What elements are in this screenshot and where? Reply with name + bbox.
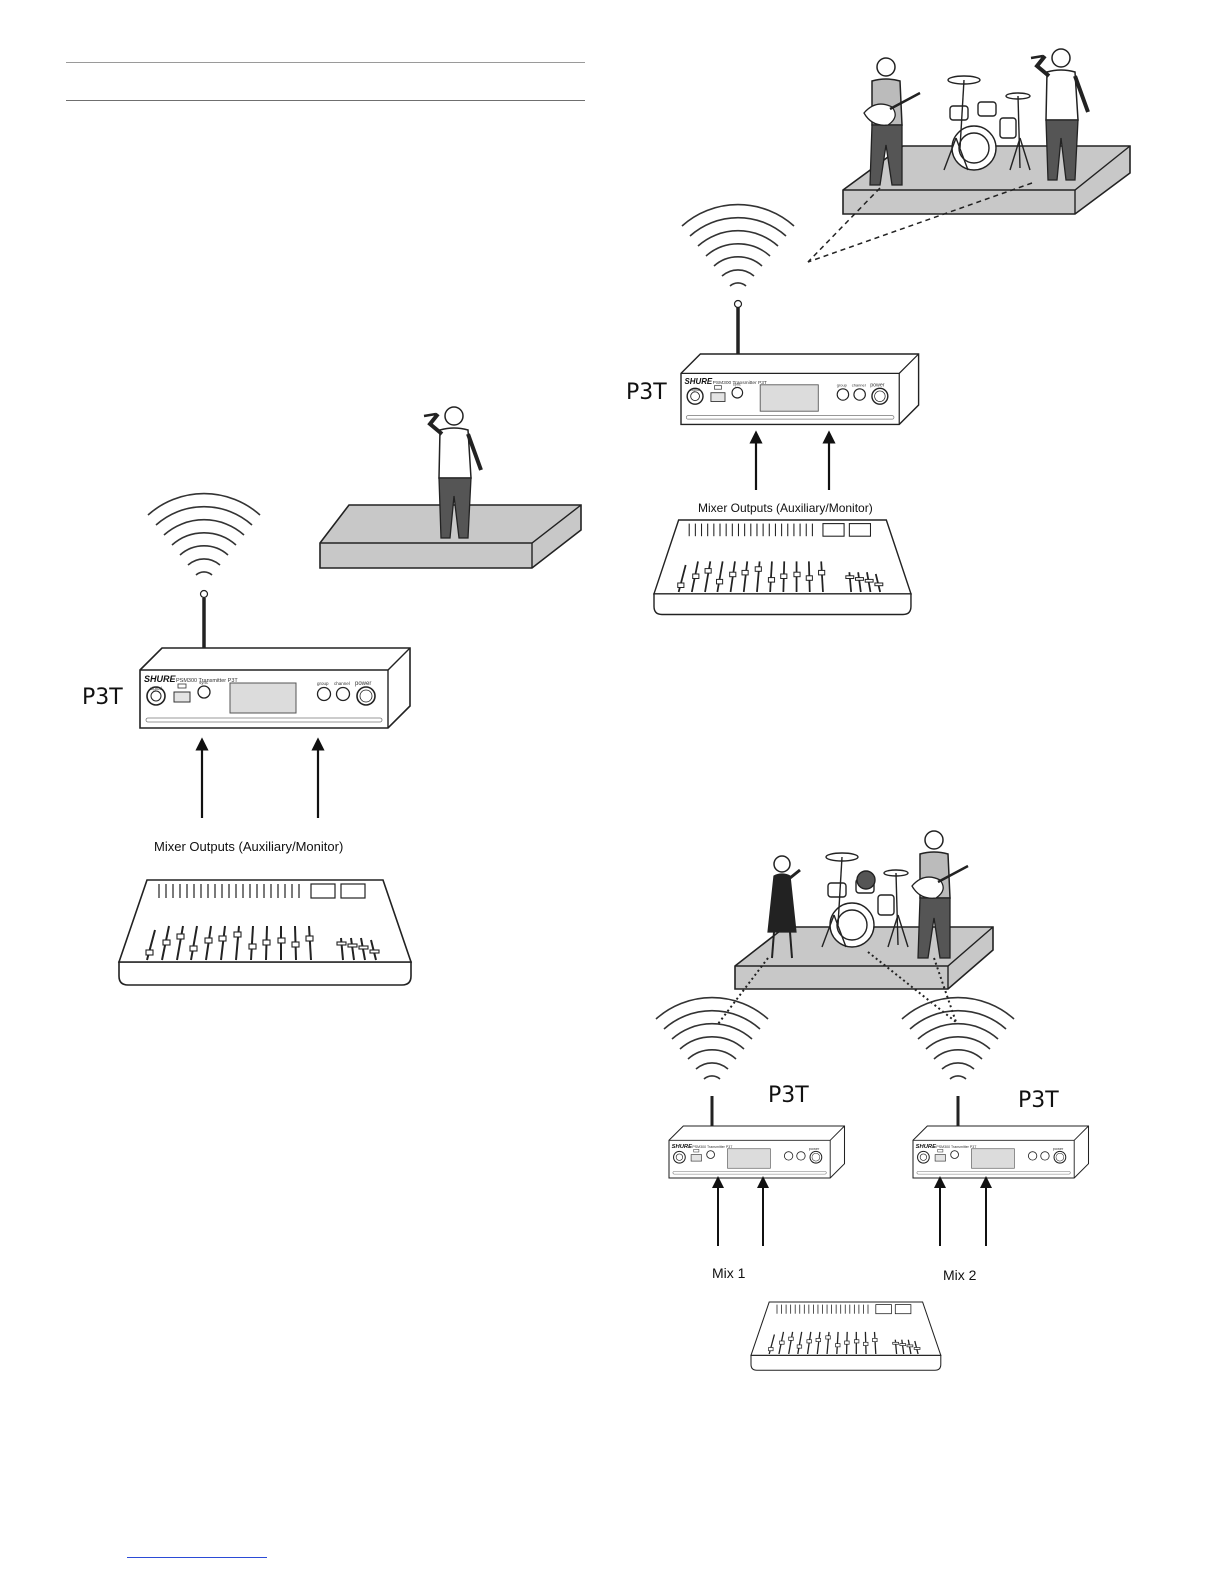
p3t-label-mix1: P3T — [768, 1083, 809, 1108]
diagram-right-bottom: SHURE PSM300 Transmitter P3T power P3T S… — [656, 831, 1089, 1370]
diagram-left: SHURE PSM300 Transmitter P3T signal sync… — [82, 407, 581, 985]
group-control-label-top: group — [837, 383, 848, 388]
radio-waves-mix2 — [902, 998, 1014, 1079]
brand-logo-mix1: SHURE — [672, 1144, 694, 1150]
signal-control-label-top: signal — [690, 387, 700, 392]
power-control-label-top: power — [870, 383, 885, 389]
model-text-mix1: PSM300 Transmitter P3T — [692, 1145, 733, 1149]
mix1-label: Mix 1 — [712, 1265, 746, 1281]
signal-control-label-left: signal — [150, 686, 162, 691]
p3t-label-left: P3T — [82, 685, 123, 710]
brand-logo-left: SHURE — [144, 674, 177, 684]
group-control-label-left: group — [317, 681, 329, 686]
sync-control-label-left: sync — [199, 680, 209, 685]
mix2-label: Mix 2 — [943, 1267, 977, 1283]
brand-logo-top: SHURE — [685, 377, 713, 386]
power-control-label-mix2: power — [1053, 1146, 1064, 1151]
mixer-console-top — [654, 520, 911, 615]
radio-waves-mix1 — [656, 998, 768, 1079]
power-control-label-left: power — [355, 681, 371, 687]
radio-waves-left — [148, 494, 260, 575]
transmitter-mix1: SHURE PSM300 Transmitter P3T power — [669, 1126, 845, 1178]
channel-control-label-left: channel — [334, 681, 350, 686]
mixer-outputs-label-left: Mixer Outputs (Auxiliary/Monitor) — [154, 839, 343, 854]
mixer-console-bottom — [751, 1302, 941, 1370]
performer-drummer — [857, 871, 875, 889]
radio-waves-top — [682, 205, 794, 286]
mixer-console-left — [119, 880, 411, 985]
p3t-label-mix2: P3T — [1018, 1088, 1059, 1113]
transmitter-mix2: SHURE PSM300 Transmitter P3T power — [913, 1126, 1089, 1178]
diagram-right-top: SHURE PSM300 Transmitter P3T signal sync… — [626, 49, 1130, 615]
model-text-mix2: PSM300 Transmitter P3T — [936, 1145, 977, 1149]
mixer-outputs-label-top: Mixer Outputs (Auxiliary/Monitor) — [698, 501, 873, 515]
p3t-label-top: P3T — [626, 380, 667, 405]
transmitter-right-top: SHURE PSM300 Transmitter P3T signal sync… — [681, 354, 919, 424]
brand-logo-mix2: SHURE — [916, 1144, 938, 1150]
sync-control-label-top: sync — [733, 382, 741, 387]
power-control-label-mix1: power — [809, 1146, 820, 1151]
transmitter-left: SHURE PSM300 Transmitter P3T signal sync… — [140, 648, 410, 728]
channel-control-label-top: channel — [852, 383, 866, 388]
